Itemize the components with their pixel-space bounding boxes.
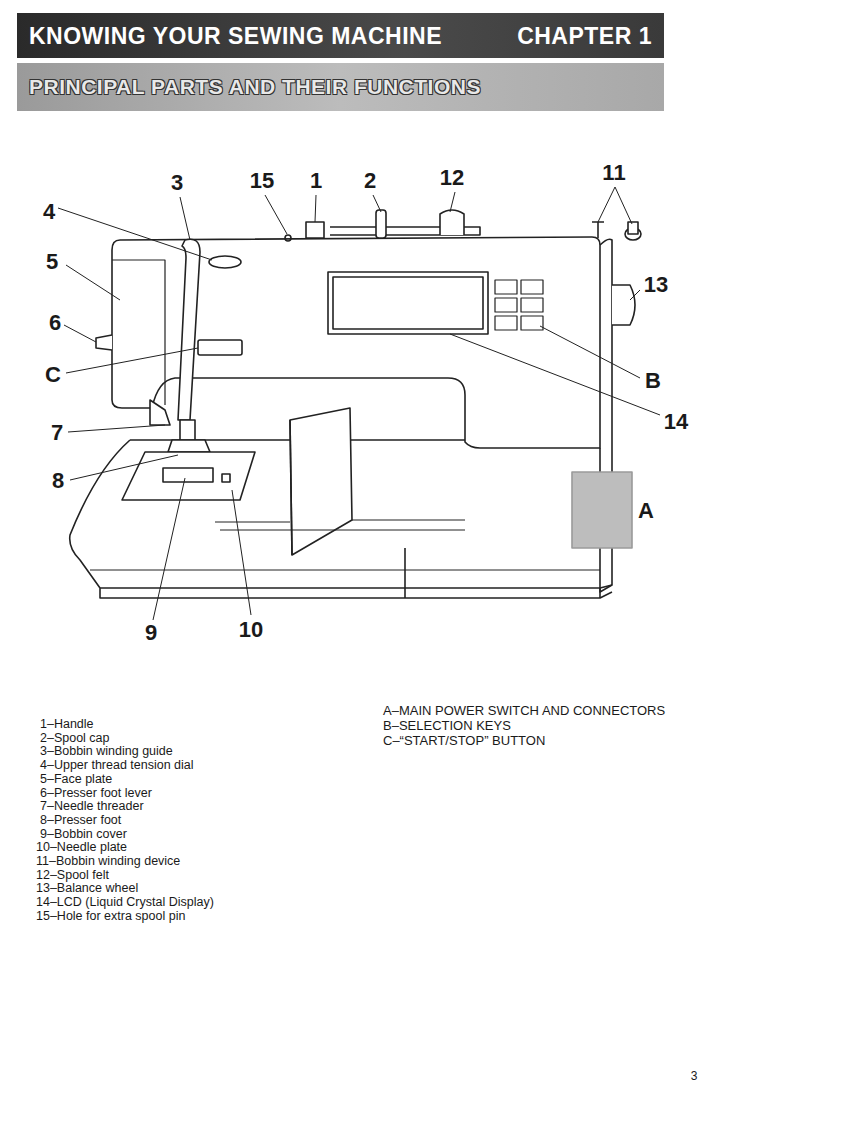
callout-number: B	[645, 370, 661, 392]
part-legend-item: A–MAIN POWER SWITCH AND CONNECTORS	[383, 704, 665, 717]
part-legend-item: 9–Bobbin cover	[40, 828, 127, 841]
callout-number: 7	[51, 422, 63, 444]
page-number: 3	[691, 1070, 698, 1082]
callout-number: 5	[46, 251, 58, 273]
callout-number: 11	[602, 162, 625, 184]
part-legend-item: 15–Hole for extra spool pin	[36, 910, 185, 923]
callout-number: 13	[644, 274, 668, 296]
part-legend-item: B–SELECTION KEYS	[383, 719, 511, 732]
part-legend-item: 4–Upper thread tension dial	[40, 759, 194, 772]
callout-number: 4	[43, 201, 55, 223]
part-legend-item: 6–Presser foot lever	[40, 787, 152, 800]
callout-number: 15	[250, 170, 274, 192]
chapter-header-band: KNOWING YOUR SEWING MACHINE CHAPTER 1	[17, 13, 664, 58]
callout-number: 12	[440, 167, 464, 189]
chapter-label: CHAPTER 1	[517, 22, 652, 49]
part-legend-item: 7–Needle threader	[40, 800, 144, 813]
callout-number: A	[638, 500, 654, 522]
section-header-band: PRINCIPAL PARTS AND THEIR FUNCTIONS	[17, 63, 664, 111]
callout-number: C	[45, 364, 61, 386]
part-legend-item: 5–Face plate	[40, 773, 112, 786]
part-legend-item: 12–Spool felt	[36, 869, 109, 882]
part-legend-item: 2–Spool cap	[40, 732, 110, 745]
header-title: PRINCIPAL PARTS AND THEIR FUNCTIONS	[29, 75, 481, 99]
callout-number: 3	[171, 172, 183, 194]
part-legend-item: 3–Bobbin winding guide	[40, 745, 173, 758]
callout-number: 9	[145, 622, 157, 644]
callout-number: 14	[664, 411, 688, 433]
part-legend-item: 1–Handle	[40, 718, 94, 731]
part-legend-item: C–“START/STOP” BUTTON	[383, 734, 545, 747]
part-legend-item: 10–Needle plate	[36, 841, 127, 854]
header-title: KNOWING YOUR SEWING MACHINE	[29, 22, 442, 49]
part-legend-item: 8–Presser foot	[40, 814, 121, 827]
callout-number: 6	[49, 312, 61, 334]
part-legend-item: 13–Balance wheel	[36, 882, 138, 895]
callout-number: 1	[310, 170, 322, 192]
part-legend-item: 14–LCD (Liquid Crystal Display)	[36, 896, 214, 909]
callout-number: 10	[239, 619, 263, 641]
callout-number: 2	[364, 170, 376, 192]
part-legend-item: 11–Bobbin winding device	[36, 855, 180, 868]
callout-number: 8	[52, 470, 64, 492]
